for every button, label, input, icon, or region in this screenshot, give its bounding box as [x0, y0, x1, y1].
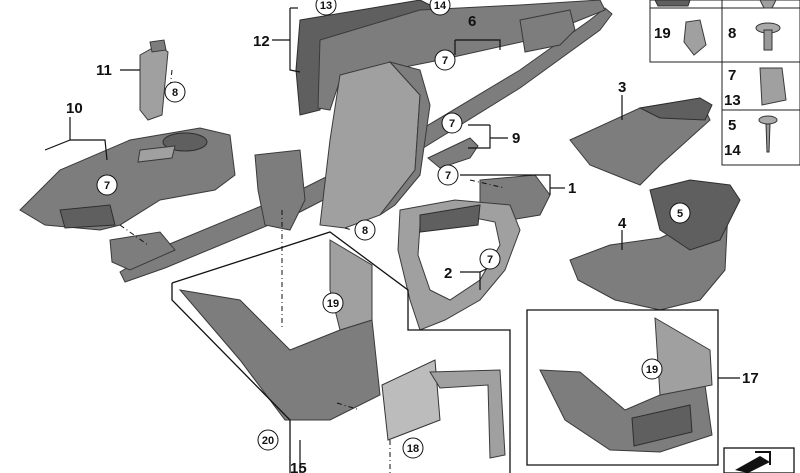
callout-1: 1	[568, 180, 576, 197]
svg-text:20: 20	[262, 435, 274, 447]
svg-text:7: 7	[449, 118, 455, 130]
svg-text:7: 7	[442, 55, 448, 67]
legend-8: 8	[728, 25, 736, 42]
circled-7-part9: 7	[441, 112, 463, 134]
leader-lines	[44, 7, 740, 473]
side-panel-part-17	[539, 317, 713, 453]
legend-13: 13	[724, 92, 741, 109]
frame-trim-part-2	[397, 199, 521, 331]
legend-7: 7	[728, 67, 736, 84]
group-frame-15	[171, 231, 511, 473]
svg-text:13: 13	[320, 0, 332, 12]
callout-2: 2	[444, 265, 452, 282]
legend-14: 14	[724, 142, 741, 159]
legend-19: 19	[654, 25, 671, 42]
circled-8-upper: 8	[164, 81, 186, 103]
circled-7-left: 7	[96, 174, 118, 196]
circled-13: 13	[315, 0, 337, 16]
lower-shroud-part-4	[569, 179, 741, 311]
circled-7-part1: 7	[437, 164, 459, 186]
svg-text:19: 19	[646, 364, 658, 376]
svg-text:14: 14	[434, 0, 447, 12]
svg-text:7: 7	[487, 254, 493, 266]
group-frame-17	[526, 309, 719, 466]
circled-7-part2: 7	[479, 248, 501, 270]
circled-7-upper: 7	[434, 49, 456, 71]
circled-20: 20	[257, 429, 279, 451]
callout-3: 3	[618, 79, 626, 96]
circled-5: 5	[669, 202, 691, 224]
left-lower-trim-part-10	[19, 127, 236, 271]
circled-18: 18	[402, 437, 424, 459]
circled-8-lower: 8	[354, 219, 376, 241]
circled-14: 14	[429, 0, 451, 16]
fastener-legend: 19 8 7 13 5 14	[649, 0, 800, 166]
dash-carrier-beam	[119, 0, 613, 283]
callout-4: 4	[618, 215, 627, 232]
orientation-icon	[723, 447, 795, 473]
upper-cover-part-3	[569, 97, 713, 186]
svg-text:19: 19	[327, 298, 339, 310]
callout-17: 17	[742, 370, 759, 387]
callout-6: 6	[468, 13, 476, 30]
bracket-part-11	[139, 39, 169, 121]
callout-11: 11	[96, 62, 112, 79]
svg-text:7: 7	[445, 170, 451, 182]
callout-15: 15	[290, 460, 307, 473]
callout-10: 10	[66, 100, 83, 117]
legend-5: 5	[728, 117, 736, 134]
svg-text:18: 18	[407, 443, 419, 455]
clip-part-9	[427, 137, 479, 169]
svg-text:8: 8	[172, 87, 178, 99]
svg-text:8: 8	[362, 225, 368, 237]
svg-text:7: 7	[104, 180, 110, 192]
callout-9: 9	[512, 130, 520, 147]
svg-text:5: 5	[677, 208, 683, 220]
knee-panel-part-15	[178, 239, 506, 459]
circled-19-right: 19	[641, 358, 663, 380]
callout-12: 12	[253, 33, 270, 50]
circled-19-left: 19	[322, 292, 344, 314]
